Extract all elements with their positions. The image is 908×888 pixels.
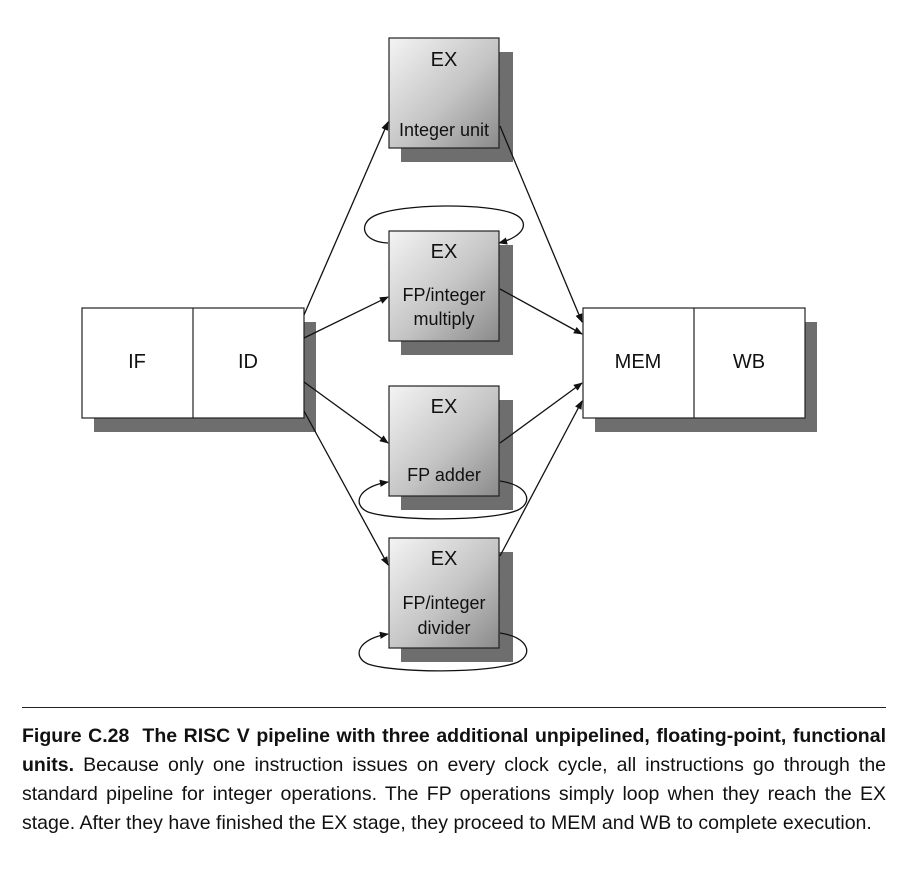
- ex-unit-divider-name-line1: FP/integer: [402, 593, 485, 613]
- ex-unit-divider-stage: EX: [431, 548, 458, 570]
- arrow-integer-to-mem: [499, 125, 583, 323]
- ex-unit-adder: EX FP adder: [388, 385, 513, 510]
- ex-unit-integer-box: [388, 37, 500, 149]
- arrow-multiply-to-mem: [499, 288, 583, 335]
- caption-label: Figure C.28: [22, 725, 130, 747]
- caption-body: Because only one instruction issues on e…: [22, 754, 887, 834]
- ex-unit-adder-box: [388, 385, 500, 497]
- writeback-arrows: [499, 125, 583, 557]
- ex-unit-integer: EX Integer unit: [388, 37, 513, 162]
- stage-if-label: IF: [128, 351, 146, 373]
- ex-unit-integer-name: Integer unit: [399, 120, 489, 140]
- caption-rule: [22, 707, 886, 708]
- ex-unit-adder-stage: EX: [431, 396, 458, 418]
- figure-caption: Figure C.28 The RISC V pipeline with thr…: [22, 722, 886, 838]
- ex-unit-adder-name: FP adder: [407, 465, 481, 485]
- stage-mem-label: MEM: [615, 351, 662, 373]
- ex-unit-multiply-name-line2: multiply: [413, 309, 474, 329]
- ex-unit-multiply: EX FP/integer multiply: [388, 230, 513, 355]
- arrow-id-to-multiply: [303, 296, 389, 339]
- loop-adder: [358, 479, 528, 520]
- stage-id-label: ID: [238, 351, 258, 373]
- front-stages: IF ID: [81, 307, 316, 432]
- arrow-divider-to-mem: [499, 400, 583, 557]
- pipeline-diagram: IF ID MEM WB EX Integer unit EX FP/integ…: [81, 37, 817, 672]
- loop-arrows: [358, 205, 528, 672]
- ex-unit-divider: EX FP/integer divider: [388, 537, 513, 662]
- ex-unit-integer-stage: EX: [431, 49, 458, 71]
- arrow-adder-to-mem: [499, 382, 583, 444]
- ex-unit-divider-name-line2: divider: [417, 618, 470, 638]
- stage-wb-label: WB: [733, 351, 765, 373]
- arrow-id-to-adder: [303, 381, 389, 444]
- ex-unit-divider-box: [388, 537, 500, 649]
- ex-unit-multiply-stage: EX: [431, 241, 458, 263]
- ex-unit-multiply-name-line1: FP/integer: [402, 285, 485, 305]
- caption-title: The RISC V pipeline with three additiona…: [22, 725, 886, 776]
- issue-arrows: [303, 121, 389, 566]
- arrow-id-to-divider: [303, 410, 389, 566]
- loop-multiply: [363, 205, 525, 245]
- ex-unit-multiply-box: [388, 230, 500, 342]
- arrow-id-to-integer: [303, 121, 389, 316]
- back-stages: MEM WB: [582, 307, 817, 432]
- loop-divider: [358, 631, 528, 672]
